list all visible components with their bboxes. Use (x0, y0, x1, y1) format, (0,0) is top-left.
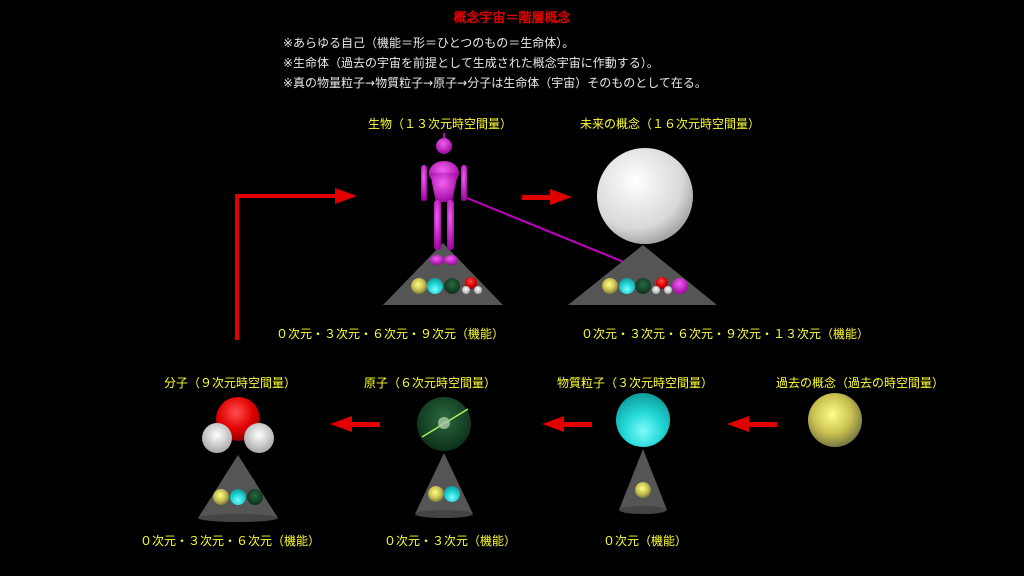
organism-figure (421, 133, 467, 265)
particle-pedestal (619, 449, 667, 510)
particle-label: 物質粒子（３次元時空間量） (556, 376, 713, 390)
arrow-right (522, 189, 572, 205)
page-title: 概念宇宙＝階層概念 (453, 11, 571, 26)
particle-function: ０次元（機能） (602, 534, 687, 548)
loop-arrow (235, 188, 357, 340)
future-label: 未来の概念（１６次元時空間量） (579, 117, 760, 131)
past-label: 過去の概念（過去の時空間量） (775, 376, 944, 390)
molecule-function: ０次元・３次元・６次元（機能） (139, 534, 320, 548)
note-1: ※あらゆる自己（機能＝形＝ひとつのもの＝生命体）。 (283, 36, 575, 50)
molecule-label: 分子（９次元時空間量） (163, 376, 296, 390)
arrows-left (330, 416, 777, 432)
atom-label: 原子（６次元時空間量） (363, 376, 496, 390)
organism-function: ０次元・３次元・６次元・９次元（機能） (275, 327, 504, 341)
organism-label: 生物（１３次元時空間量） (367, 117, 512, 131)
particle-sphere (616, 393, 670, 447)
molecule-pedestal (198, 455, 278, 518)
note-3: ※真の物量粒子→物質粒子→原子→分子は生命体（宇宙）そのものとして在る。 (283, 76, 707, 90)
note-2: ※生命体（過去の宇宙を前提として生成された概念宇宙に作動する）。 (283, 56, 659, 70)
future-pedestal (568, 245, 717, 305)
organism-pedestal (383, 243, 503, 305)
past-sphere (808, 393, 862, 447)
future-function: ０次元・３次元・６次元・９次元・１３次元（機能） (580, 327, 869, 341)
atom-function: ０次元・３次元（機能） (383, 534, 516, 548)
atom-pedestal (415, 453, 473, 514)
future-sphere (597, 148, 693, 244)
